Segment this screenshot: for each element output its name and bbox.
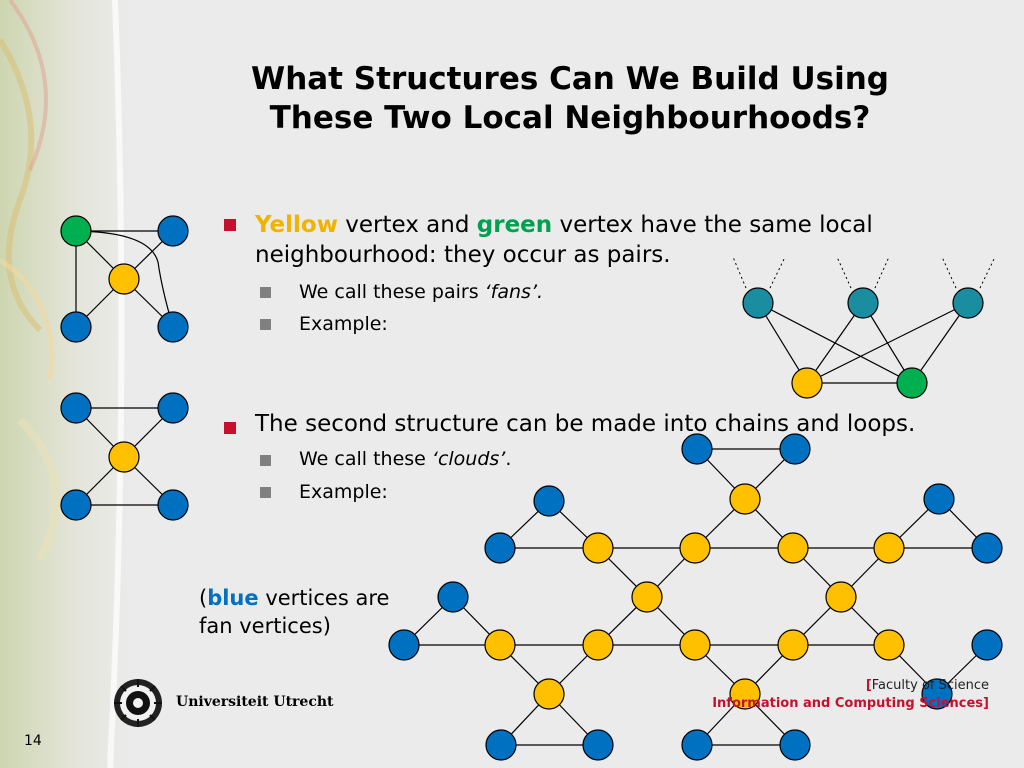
bracket-close: ]	[983, 696, 989, 711]
yellow-vertex	[108, 441, 140, 473]
yellow-vertex	[825, 581, 857, 613]
note-line-2: fan vertices)	[199, 614, 331, 638]
blue-vertex	[437, 581, 469, 613]
page-number: 14	[24, 733, 42, 749]
sub-bullet-square-icon	[260, 455, 271, 466]
blue-vertex	[681, 729, 713, 761]
bullet-square-icon	[224, 422, 236, 434]
yellow-vertex	[533, 678, 565, 710]
bullet-1-line-2: neighbourhood: they occur as pairs.	[255, 242, 671, 268]
yellow-vertex	[679, 532, 711, 564]
sub-bullet-fans: We call these pairs ‘fans’.	[299, 280, 543, 304]
sub-bullet-square-icon	[260, 319, 271, 330]
faculty-department: Information and Computing Sciences	[712, 696, 984, 711]
university-name: Universiteit Utrecht	[176, 694, 334, 710]
bullet-1-line-1: Yellow vertex and green vertex have the …	[255, 211, 873, 240]
teal-vertex	[847, 287, 879, 319]
fan-vertices-note: (blue vertices are fan vertices)	[199, 584, 389, 640]
bullet-1-text-a: vertex and	[337, 212, 477, 238]
green-vertex	[896, 367, 928, 399]
yellow-vertex	[679, 629, 711, 661]
blue-vertex	[582, 729, 614, 761]
blue-vertex	[681, 433, 713, 465]
faculty-line-2: Information and Computing Sciences]	[712, 696, 989, 711]
yellow-vertex	[873, 629, 905, 661]
sun-seal-icon	[114, 679, 162, 727]
clouds-term: ‘clouds’	[431, 448, 506, 470]
yellow-vertex	[582, 532, 614, 564]
blue-vertex	[60, 489, 92, 521]
yellow-vertex	[631, 581, 663, 613]
blue-vertex	[971, 532, 1003, 564]
sub-bullet-square-icon	[260, 287, 271, 298]
yellow-vertex	[484, 629, 516, 661]
green-word: green	[476, 212, 553, 238]
blue-vertex	[923, 483, 955, 515]
blue-vertex	[533, 485, 565, 517]
blue-vertex	[484, 532, 516, 564]
sub-bullet-example-2: Example:	[299, 481, 388, 503]
yellow-vertex	[791, 367, 823, 399]
note-paren: (	[199, 586, 208, 610]
bracket-open: [	[865, 678, 872, 693]
yellow-vertex	[777, 532, 809, 564]
yellow-vertex	[777, 629, 809, 661]
title-line-1: What Structures Can We Build Using	[251, 61, 889, 97]
yellow-vertex	[729, 678, 761, 710]
blue-vertex	[157, 215, 189, 247]
title-line-2: These Two Local Neighbourhoods?	[269, 100, 871, 136]
blue-vertex	[921, 678, 953, 710]
sub-bullet-square-icon	[260, 487, 271, 498]
sub-bullet-clouds-suffix: .	[505, 448, 512, 470]
yellow-vertex	[582, 629, 614, 661]
note-text-a: vertices are	[258, 586, 390, 610]
blue-word: blue	[207, 586, 259, 610]
yellow-vertex	[873, 532, 905, 564]
blue-vertex	[779, 433, 811, 465]
blue-vertex	[60, 392, 92, 424]
blue-vertex	[971, 629, 1003, 661]
bullet-2-text: The second structure can be made into ch…	[255, 411, 916, 437]
sub-bullet-fans-text: We call these pairs	[299, 281, 485, 303]
blue-vertex	[60, 311, 92, 343]
bullet-square-icon	[224, 219, 236, 231]
blue-vertex	[157, 311, 189, 343]
bullet-1-text-b: vertex have the same local	[552, 212, 873, 238]
blue-vertex	[779, 729, 811, 761]
yellow-vertex	[108, 263, 140, 295]
teal-vertex	[742, 287, 774, 319]
faculty-name: Faculty of Science	[871, 678, 989, 693]
blue-vertex	[157, 489, 189, 521]
blue-vertex	[388, 629, 420, 661]
sub-bullet-clouds-text: We call these	[299, 448, 432, 470]
fans-term: ‘fans’.	[484, 281, 544, 303]
slide-title: What Structures Can We Build Using These…	[150, 60, 990, 138]
yellow-word: Yellow	[255, 212, 338, 238]
teal-vertex	[952, 287, 984, 319]
yellow-vertex	[729, 483, 761, 515]
green-vertex	[60, 215, 92, 247]
sub-bullet-example-1: Example:	[299, 313, 388, 335]
sub-bullet-clouds: We call these ‘clouds’.	[299, 447, 511, 471]
blue-vertex	[157, 392, 189, 424]
blue-vertex	[485, 729, 517, 761]
faculty-line-1: [Faculty of Science	[866, 678, 989, 693]
